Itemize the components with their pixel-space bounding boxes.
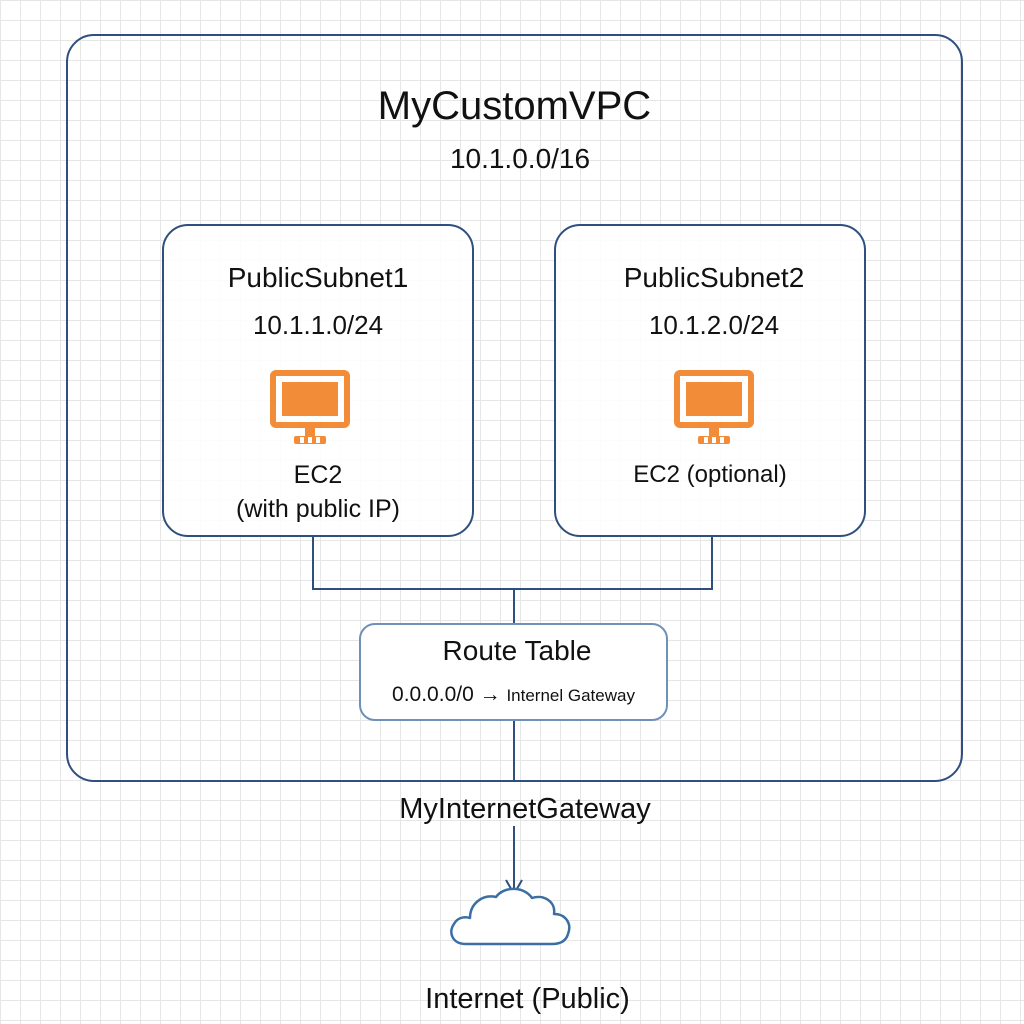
route-table-title: Route Table	[442, 635, 592, 666]
internet-label: Internet (Public)	[425, 983, 630, 1015]
route-rule: 0.0.0.0/0 → Internel Gateway	[359, 683, 668, 707]
subnet-2-cidr: 10.1.2.0/24	[648, 310, 780, 340]
route-target: Internel Gateway	[506, 686, 635, 705]
subnet-1-container	[162, 224, 474, 537]
subnet-2-instance-label: EC2 (optional)	[633, 461, 787, 488]
subnet-1-cidr: 10.1.1.0/24	[252, 310, 384, 340]
subnet1-connector	[312, 537, 713, 590]
route-table-box	[359, 623, 668, 721]
subnet-2-title: PublicSubnet2	[623, 262, 805, 293]
subnet-2-container	[554, 224, 866, 537]
cloud-icon	[450, 887, 571, 946]
route-arrow-icon: →	[479, 683, 501, 706]
vpc-cidr: 10.1.0.0/16	[449, 143, 591, 174]
monitor-icon	[270, 370, 350, 444]
ec2-note: (with public IP)	[236, 495, 400, 523]
ec2-label: EC2	[293, 461, 343, 489]
monitor-icon	[674, 370, 754, 444]
route-destination: 0.0.0.0/0	[392, 683, 474, 706]
internet-gateway-label: MyInternetGateway	[399, 793, 651, 825]
subnet-1-title: PublicSubnet1	[227, 262, 409, 293]
subnet-1-instance-label: EC2 (with public IP)	[162, 458, 474, 526]
vpc-title: MyCustomVPC	[377, 84, 652, 128]
